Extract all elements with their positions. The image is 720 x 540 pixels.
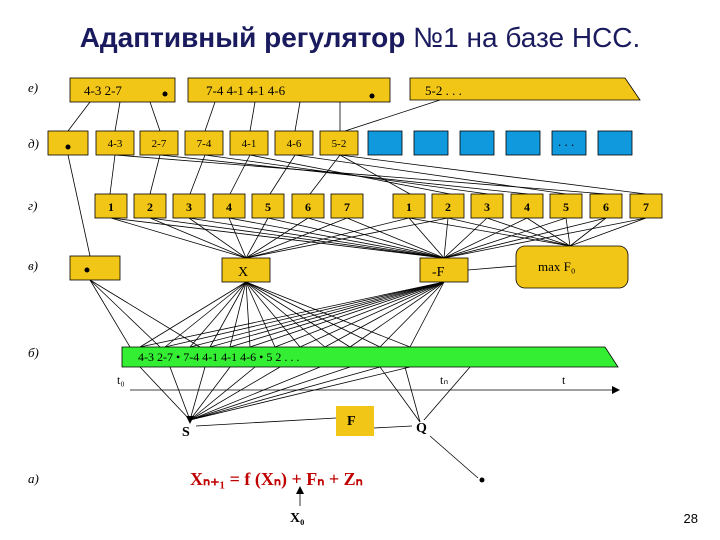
row-d-cell <box>139 130 179 156</box>
row-v-x: X <box>238 265 248 280</box>
row-b-seq: 4-3 2-7 • 7-4 4-1 4-1 4-6 • 5 2 . . . <box>138 350 299 364</box>
row-a-formula: Xₙ₊₁ = f (Xₙ) + Fₙ + Zₙ <box>190 469 363 490</box>
row-d-empty-cell <box>413 130 449 156</box>
row-g-label: 1 <box>406 200 412 214</box>
row-g-cell <box>172 193 206 219</box>
connection-lines <box>67 99 647 479</box>
row-label-a: а) <box>28 471 39 486</box>
row-g-label: 6 <box>305 200 311 214</box>
row-v-negf: -F <box>432 265 445 280</box>
row-label-v: в) <box>28 258 38 273</box>
row-d-cell <box>274 130 314 156</box>
row-g-cell <box>212 193 246 219</box>
row-g-label: 4 <box>524 200 530 214</box>
row-g-cell <box>291 193 325 219</box>
row-a-q: Q <box>416 421 427 436</box>
row-d-more: . . . <box>558 134 574 149</box>
row-a-s: S <box>182 425 190 440</box>
row-b-t: t <box>562 373 566 387</box>
row-g-label: 7 <box>643 200 649 214</box>
row-g-label: 6 <box>603 200 609 214</box>
row-label-b: б) <box>28 345 39 360</box>
row-g-cell <box>133 193 167 219</box>
row-g-label: 1 <box>108 200 114 214</box>
row-d-dot-cell <box>47 130 89 156</box>
row-g-cell <box>629 193 663 219</box>
row-g-label: 7 <box>344 200 350 214</box>
row-g-cell <box>510 193 544 219</box>
row-d-cell <box>319 130 359 156</box>
row-g-label: 2 <box>445 200 451 214</box>
title-rest: №1 на базе НСС. <box>405 22 641 53</box>
row-d-empty-cell <box>551 130 587 156</box>
row-d-empty-cell <box>367 130 403 156</box>
row-d-label: 7-4 <box>197 138 212 150</box>
row-g-cell <box>431 193 465 219</box>
row-g-cell <box>589 193 623 219</box>
row-g-label: 3 <box>484 200 490 214</box>
row-g-label: 3 <box>186 200 192 214</box>
row-d-label: 4-3 <box>108 138 123 150</box>
row-g-label: 4 <box>226 200 232 214</box>
row-v-maxf: max F₀ <box>538 259 575 274</box>
row-g-cell <box>470 193 504 219</box>
row-d-cell <box>184 130 224 156</box>
row-b-tn: tₙ <box>440 373 448 387</box>
row-label-g: г) <box>28 198 37 213</box>
title-bold: Адаптивный регулятор <box>79 22 406 53</box>
row-a-x0: X₀ <box>290 511 304 526</box>
row-g-cell <box>330 193 364 219</box>
page-title: Адаптивный регулятор №1 на базе НСС. <box>0 22 720 54</box>
row-e-tape: 4-3 2-7 7-4 4-1 4-1 4-6 5-2 . . . <box>69 77 641 103</box>
row-label-e: е) <box>28 80 38 95</box>
row-d-empty-cell <box>505 130 541 156</box>
row-d-empty-cell <box>459 130 495 156</box>
row-d-label: 5-2 <box>332 138 347 150</box>
row-d-cells: 4-3 2-7 7-4 4-1 4-6 5-2 <box>47 130 633 156</box>
row-g-cell <box>392 193 426 219</box>
row-d-label: 2-7 <box>152 138 167 150</box>
row-d-label: 4-1 <box>242 138 257 150</box>
row-label-d: д) <box>28 136 39 151</box>
row-g-label: 5 <box>265 200 271 214</box>
row-g-cell <box>94 193 128 219</box>
page-number: 28 <box>683 511 698 526</box>
row-g-label: 5 <box>563 200 569 214</box>
row-b: 4-3 2-7 • 7-4 4-1 4-1 4-6 • 5 2 . . . t₀… <box>117 346 620 394</box>
row-g-label: 2 <box>147 200 153 214</box>
row-e-seg3: 5-2 . . . <box>425 83 462 98</box>
row-g-cell <box>549 193 583 219</box>
row-g-cell <box>251 193 285 219</box>
row-a: S F Q Xₙ₊₁ = f (Xₙ) + Fₙ + Zₙ X₀ <box>182 406 485 526</box>
row-e-seg1: 4-3 2-7 <box>84 83 122 98</box>
row-d-label: 4-6 <box>287 138 302 150</box>
row-b-t0: t₀ <box>117 373 125 387</box>
row-d-cell <box>95 130 135 156</box>
row-e-seg2: 7-4 4-1 4-1 4-6 <box>206 83 286 98</box>
row-g-cells: 1 2 3 4 5 6 7 1 2 3 4 5 6 7 <box>94 193 663 219</box>
row-d-empty-cell <box>597 130 633 156</box>
row-v: X -F max F₀ <box>69 245 629 289</box>
row-a-f: F <box>347 414 356 429</box>
row-d-cell <box>229 130 269 156</box>
